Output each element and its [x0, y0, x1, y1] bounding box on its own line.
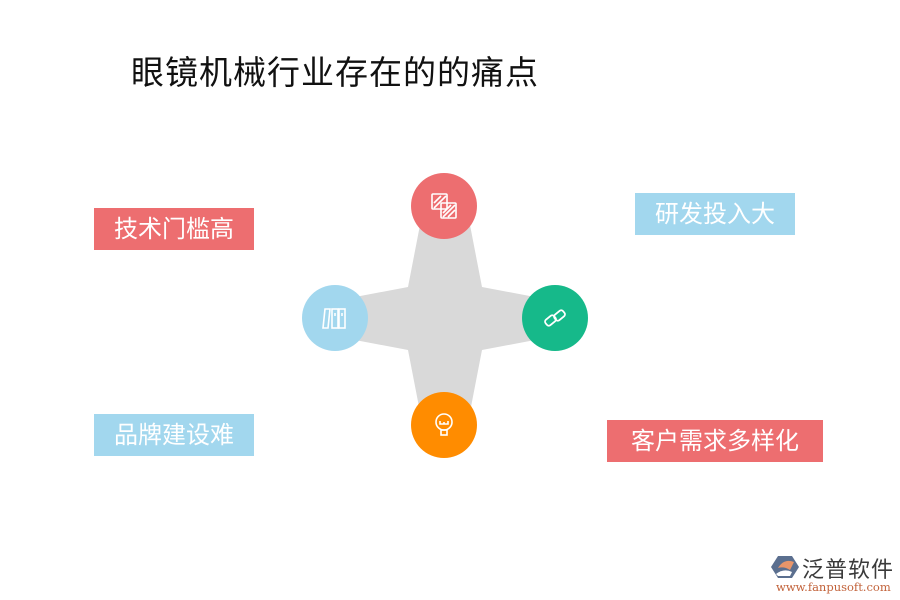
fanpusoft-logo-icon [771, 556, 799, 578]
layers-stripes-icon [431, 193, 457, 219]
node-left [302, 285, 368, 351]
node-right [522, 285, 588, 351]
page-title: 眼镜机械行业存在的的痛点 [131, 53, 539, 92]
logo-url: www.fanpusoft.com [776, 580, 891, 594]
link-icon [544, 309, 566, 327]
node-bottom [411, 392, 477, 458]
label-brand-building: 品牌建设难 [94, 414, 254, 456]
fanpusoft-logo: 泛普软件 www.fanpusoft.com [770, 550, 895, 595]
label-rd-investment: 研发投入大 [635, 193, 795, 235]
books-icon [322, 308, 346, 329]
label-tech-threshold: 技术门槛高 [94, 208, 254, 250]
logo-name: 泛普软件 [802, 558, 895, 583]
node-top [411, 173, 477, 239]
label-customer-demands: 客户需求多样化 [607, 420, 823, 462]
lightbulb-icon [435, 413, 453, 436]
